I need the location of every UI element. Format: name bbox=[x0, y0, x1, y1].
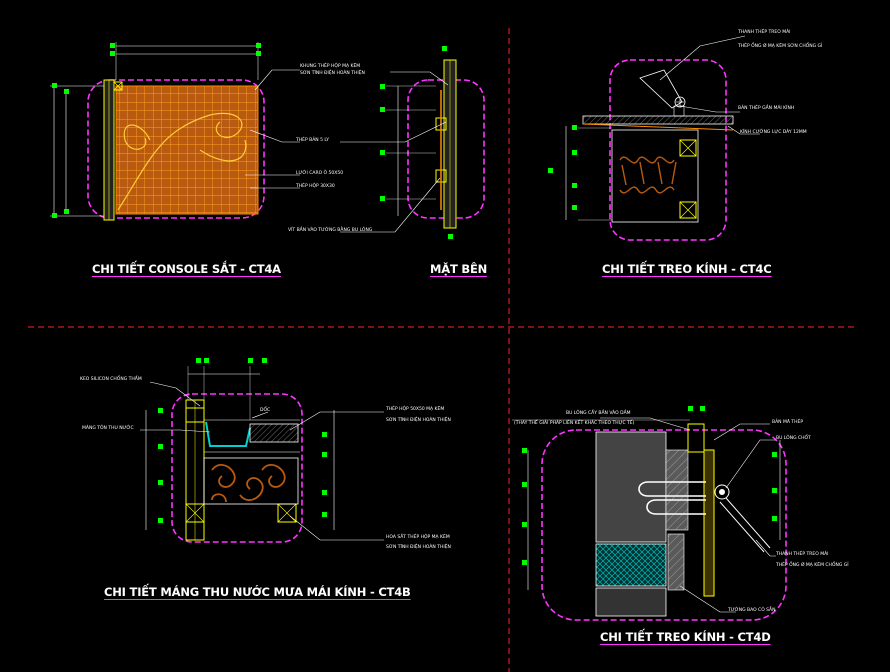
title-ct4a: CHI TIẾT CONSOLE SẮT - CT4A bbox=[92, 262, 281, 276]
ct4b-scroll-ornament bbox=[211, 463, 286, 503]
ct4d-concrete-beam bbox=[595, 431, 667, 543]
label-b-deco-1: HOA SẮT THÉP HỘP MẠ KẼM bbox=[386, 535, 450, 540]
label-c-rod-1: THANH THÉP TREO MÁI bbox=[738, 30, 791, 35]
label-d-plate: BẢN MÃ THÉP bbox=[772, 420, 804, 425]
label-a-plate: THÉP BẢN 5 LY bbox=[296, 138, 330, 143]
label-b-gutter: MÁNG TÔN THU NƯỚC bbox=[82, 426, 134, 431]
label-d-pipe: THÉP ỐNG Ø MẠ KẼM CHỐNG GỈ bbox=[776, 563, 849, 568]
label-a-bolt: VÍT BẮN VÀO TƯỜNG BẰNG BU LÔNG bbox=[288, 228, 373, 233]
ct4a-scroll-ornament bbox=[117, 112, 247, 211]
detail-ct4d bbox=[512, 406, 787, 621]
label-d-bolt-2: (THAY THẾ GIẢI PHÁP LIÊN KẾT KHÁC THEO T… bbox=[514, 421, 635, 426]
label-a-frame-2: SƠN TĨNH ĐIỆN HOÀN THIỆN bbox=[300, 71, 365, 76]
detail-ct4c bbox=[548, 35, 760, 241]
label-d-nut: BU LÔNG CHỐT bbox=[776, 436, 811, 441]
title-ct4c: CHI TIẾT TREO KÍNH - CT4C bbox=[602, 262, 772, 276]
label-b-frame-2: SƠN TĨNH ĐIỆN HOÀN THIỆN bbox=[386, 418, 451, 423]
ct4b-gutter bbox=[205, 421, 251, 447]
label-a-box: THÉP HỘP 30X30 bbox=[296, 184, 335, 189]
detail-ct4a bbox=[50, 42, 300, 221]
label-b-deco-2: SƠN TĨNH ĐIỆN HOÀN THIỆN bbox=[386, 545, 451, 550]
label-a-frame-1: KHUNG THÉP HỘP MẠ KẼM bbox=[300, 64, 361, 69]
label-b-frame-1: THÉP HỘP 50X50 MẠ KẼM bbox=[386, 407, 445, 412]
ct4d-wall-hatch bbox=[595, 543, 667, 587]
detail-ct4b bbox=[140, 358, 384, 543]
label-c-plate: BẢN THÉP GẮN MÁI KÍNH bbox=[738, 106, 795, 111]
label-b-slope: DỐC bbox=[260, 408, 271, 413]
label-a-grid: LƯỚI CARO Ô 50X50 bbox=[296, 171, 344, 176]
title-ct4d: CHI TIẾT TREO KÍNH - CT4D bbox=[600, 630, 771, 644]
label-d-wall: TƯỜNG BAO CÓ SẴN bbox=[728, 608, 776, 613]
ct4a-callout-frame bbox=[87, 79, 265, 219]
title-side-view: MẶT BÊN bbox=[430, 262, 488, 276]
label-c-glass: KÍNH CƯỜNG LỰC DÀY 12MM bbox=[740, 130, 807, 135]
ct4b-callout-frame bbox=[171, 393, 303, 543]
ct4a-grid-panel bbox=[115, 85, 259, 215]
label-d-bolt-1: BU LÔNG CẤY BẮN VÀO DẦM bbox=[566, 411, 631, 416]
ct4c-coil-ornament bbox=[619, 156, 677, 194]
label-b-sealant: KEO SILICON CHỐNG THẤM bbox=[80, 377, 142, 382]
ct4c-callout-frame bbox=[609, 59, 727, 241]
label-c-rod-2: THÉP ỐNG Ø MẠ KẼM SƠN CHỐNG GỈ bbox=[738, 44, 823, 49]
detail-side-view bbox=[340, 46, 485, 239]
ct4d-callout-frame bbox=[541, 429, 787, 621]
label-d-rod: THANH THÉP TREO MÁI bbox=[776, 552, 829, 557]
title-ct4b: CHI TIẾT MÁNG THU NƯỚC MƯA MÁI KÍNH - CT… bbox=[104, 585, 411, 599]
